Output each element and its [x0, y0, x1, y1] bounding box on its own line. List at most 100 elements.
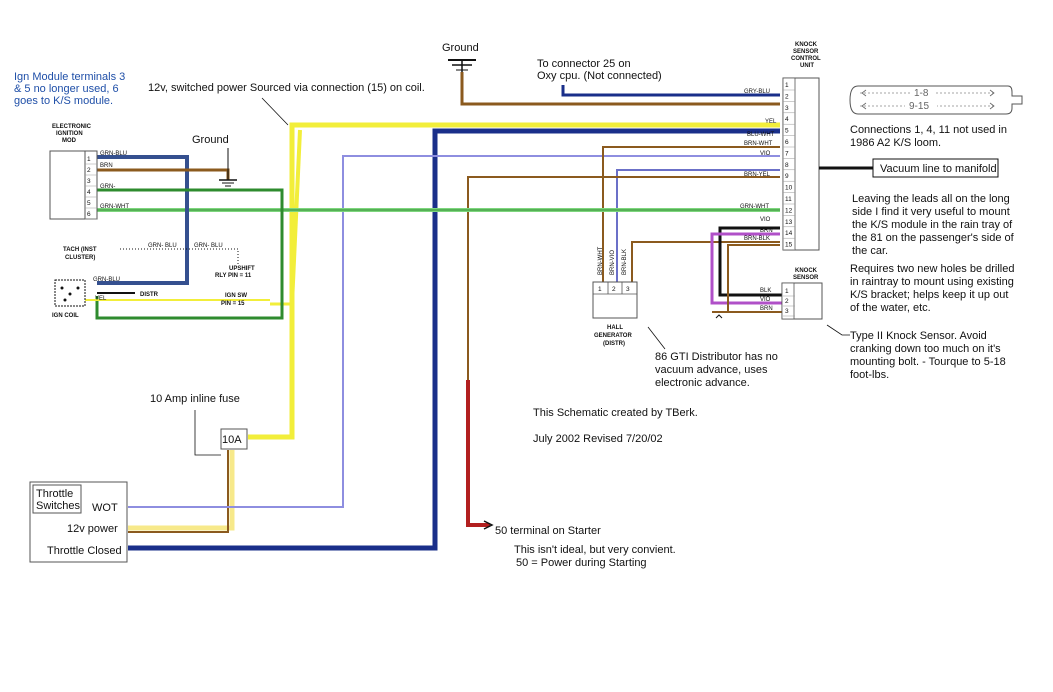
- vacuum-label: Vacuum line to manifold: [880, 163, 997, 175]
- ksu-pin-12: 12: [785, 207, 793, 214]
- type2-note-3: mounting bolt. - Tourque to 5-18: [850, 356, 1006, 368]
- wire-label-grn-blu-coil: GRN-BLU: [93, 277, 120, 283]
- hall-title-2: GENERATOR: [594, 333, 632, 339]
- throttle-title-box: [32, 484, 82, 514]
- ign-note-3: goes to K/S module.: [14, 95, 113, 107]
- type2-note-2: cranking down too much on it's: [850, 343, 1001, 355]
- throttle-closed-label: Throttle Closed: [47, 545, 122, 557]
- connector-bottom-label: 9-15: [909, 101, 929, 112]
- tach-line1: TACH (INST: [63, 247, 97, 253]
- fuse-label: 10A: [222, 434, 242, 446]
- wire-label-blu-wht: BLU-WHT: [747, 132, 775, 138]
- requires-note-1: Requires two new holes be drilled: [850, 263, 1014, 275]
- hall-title-3: (DISTR): [603, 341, 625, 347]
- wire-label-hall-brn-vio: BRN-VIO: [610, 250, 616, 275]
- wire-violet-wot: [128, 155, 780, 508]
- hall-title-1: HALL: [607, 325, 623, 331]
- wire-label-ks-vio: VIO: [760, 297, 771, 303]
- ign-title-1: ELECTRONIC: [52, 124, 92, 130]
- fuse-pointer: [194, 410, 221, 456]
- knock-sensor: [781, 282, 823, 320]
- ksu-pin-15: 15: [785, 242, 793, 249]
- ksu-pin-14: 14: [785, 230, 793, 237]
- ign-pin-1: 1: [87, 156, 91, 163]
- starter-note-2: 50 = Power during Starting: [516, 557, 647, 569]
- ks-pin-1: 1: [785, 288, 789, 295]
- ksu-pin-8: 8: [785, 162, 789, 169]
- ks-pin-2: 2: [785, 298, 789, 305]
- throttle-title-2: Switches: [36, 500, 81, 512]
- ksu-pin-5: 5: [785, 128, 789, 135]
- leaving-note-3: the K/S module in the rain tray of: [852, 219, 1013, 231]
- ground-left-label: Ground: [192, 134, 229, 146]
- wire-label-vio2: VIO: [760, 217, 771, 223]
- connector25-line1: To connector 25 on: [537, 58, 631, 70]
- wire-ks-violet: [710, 232, 790, 305]
- credit: This Schematic created by TBerk.: [533, 407, 698, 419]
- wire-label-brn-wht: BRN-WHT: [744, 141, 773, 147]
- ign-title-3: MOD: [62, 138, 77, 144]
- vacuum-box: [872, 158, 999, 178]
- wire-starter-arrow: [483, 520, 494, 530]
- ksu-pin-1: 1: [785, 82, 789, 89]
- ign-pin-3: 3: [87, 178, 91, 185]
- wire-brown-12v: [128, 450, 229, 533]
- type2-note-4: foot-lbs.: [850, 369, 889, 381]
- knock-sensor-control-unit: [782, 77, 820, 251]
- wire-label-ks-blk: BLK: [760, 288, 771, 294]
- ign-title-2: IGNITION: [56, 131, 83, 137]
- wire-label-hall-brn-blk: BRN-BLK: [622, 249, 628, 275]
- upshift-line1: UPSHIFT: [229, 266, 255, 272]
- ksu-pin-13: 13: [785, 219, 793, 226]
- wire-label-grn-wht: GRN-WHT: [740, 204, 769, 210]
- tach-line2: CLUSTER): [65, 255, 95, 261]
- wire-label-yel: YEL: [765, 119, 777, 125]
- ks-pins: 1 2 3: [783, 288, 795, 317]
- ign-coil-label: IGN COIL: [52, 313, 79, 319]
- ksu-title-2: SENSOR: [793, 49, 819, 55]
- twelve-v-label: 12v power: [67, 523, 118, 535]
- distributor-note-1: 86 GTI Distributor has no: [655, 351, 778, 363]
- wire-ks-black: [718, 226, 790, 297]
- wire-brown-white-hall: [602, 146, 780, 282]
- wire-label-grn-blu: GRN-BLU: [100, 151, 127, 157]
- ign-pin-2: 2: [87, 167, 91, 174]
- connections-note-1: Connections 1, 4, 11 not used in: [850, 124, 1007, 136]
- connections-note-2: 1986 A2 K/S loom.: [850, 137, 941, 149]
- wire-label-vio: VIO: [760, 151, 771, 157]
- type2-note-1: Type II Knock Sensor. Avoid: [850, 330, 987, 342]
- throttle-title-1: Throttle: [36, 488, 73, 500]
- wire-tach: [120, 248, 239, 264]
- wire-label-grn-wht-left: GRN-WHT: [100, 204, 129, 210]
- ksu-pin-2: 2: [785, 93, 789, 100]
- ign-pin-4: 4: [87, 189, 91, 196]
- distributor-note-3: electronic advance.: [655, 377, 750, 389]
- upshift-line2: RLY PIN = 11: [215, 273, 252, 279]
- wire-brown-ground-left: [97, 168, 230, 180]
- ksu-title-3: CONTROL: [791, 56, 821, 62]
- ks-pin-3: 3: [785, 308, 789, 315]
- hall-pin-1: 1: [598, 286, 602, 293]
- ksu-pin-7: 7: [785, 150, 789, 157]
- ign-pin-6: 6: [87, 211, 91, 218]
- wire-label-grn-blu-tach2: GRN- BLU: [194, 243, 223, 249]
- ignition-module: [49, 150, 98, 220]
- leaving-note-2: side I find it very useful to mount: [852, 206, 1010, 218]
- wire-label-grn: GRN-: [100, 184, 115, 190]
- wire-brown-black-hall: [631, 241, 780, 282]
- ground-symbol-top: [448, 59, 476, 72]
- fuse-box: [220, 428, 248, 450]
- wire-grn-blu-loop: [97, 155, 189, 285]
- ksu-pin-6: 6: [785, 139, 789, 146]
- requires-note-3: K/S bracket; helps keep it up out: [850, 289, 1008, 301]
- ign-note-2: & 5 no longer used, 6: [14, 83, 119, 95]
- wot-label: WOT: [92, 502, 118, 514]
- leaving-note-5: the car.: [852, 245, 888, 257]
- requires-note-4: of the water, etc.: [850, 302, 931, 314]
- distr-label: DISTR: [140, 292, 159, 298]
- power-note: 12v, switched power Sourced via connecti…: [148, 82, 425, 94]
- connector-top-label: 1-8: [914, 88, 929, 99]
- distributor-note-2: vacuum advance, uses: [655, 364, 768, 376]
